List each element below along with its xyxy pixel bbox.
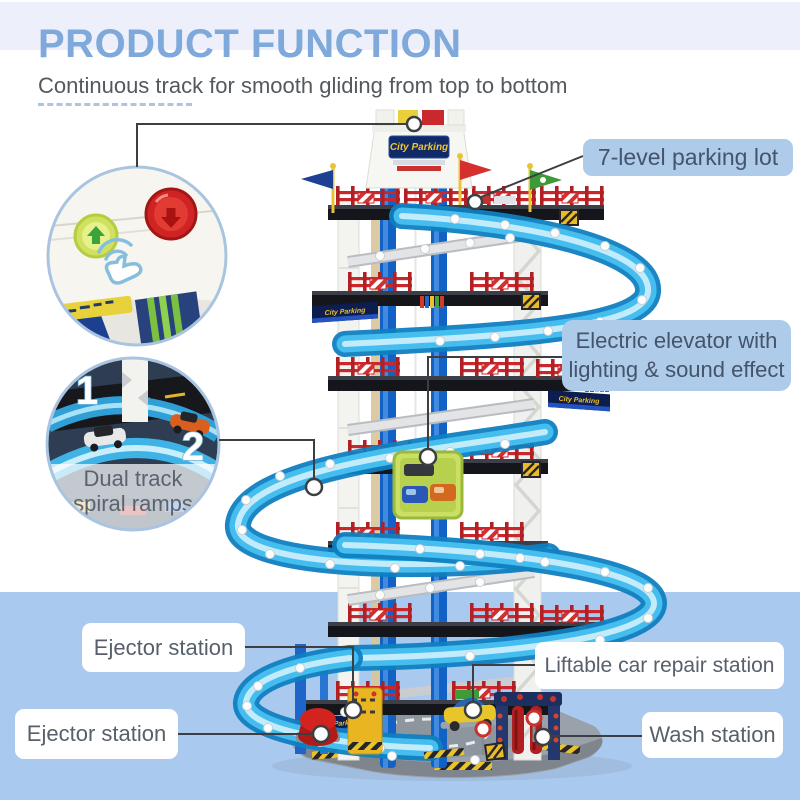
page-title: PRODUCT FUNCTION	[38, 22, 462, 66]
svg-text:City Parking: City Parking	[390, 142, 448, 153]
callout-label-ejector-top: Ejector station	[82, 623, 245, 672]
inset-buttons	[46, 165, 228, 347]
orange-car	[170, 411, 210, 439]
callout-line-buttons	[136, 123, 406, 167]
inset-caption-line1: Dual track	[83, 466, 183, 491]
callout-label-text: Ejector station	[93, 634, 234, 660]
elevator-label-line2: lighting & sound effect	[568, 356, 785, 382]
callout-label-elevator: Electric elevator with lighting & sound …	[562, 320, 791, 391]
callout-label-text: Liftable car repair station	[544, 653, 775, 677]
svg-text:City Parking: City Parking	[325, 307, 367, 317]
spiral-sweep-low-right	[332, 532, 667, 671]
page-subtitle: Continuous track for smooth gliding from…	[38, 73, 568, 98]
callout-line-spiral	[219, 439, 315, 478]
track-number-1: 1	[76, 369, 98, 413]
callout-markers	[304, 115, 553, 747]
down-button-red	[144, 187, 198, 241]
track-number-2: 2	[182, 425, 204, 469]
banner-sign: City Parking	[312, 301, 378, 323]
electric-elevator	[392, 450, 464, 520]
callout-line-repair	[472, 664, 535, 701]
tower-top-sign: City Parking	[365, 109, 473, 189]
callout-label-text: Electric elevator with lighting & sound …	[568, 327, 784, 384]
callout-label-repair-station: Liftable car repair station	[535, 642, 784, 689]
inset-caption-line2: spiral ramps	[73, 491, 193, 516]
callout-label-parking-lot: 7-level parking lot	[583, 139, 793, 176]
svg-text:City Parking: City Parking	[319, 719, 361, 729]
callout-label-text: 7-level parking lot	[597, 144, 779, 170]
touch-hand-icon	[97, 237, 143, 285]
banner-sign: City Parking	[548, 390, 610, 412]
callout-line-elevator	[427, 356, 562, 448]
callout-label-wash-station: Wash station	[642, 712, 783, 758]
road-signs	[423, 709, 543, 762]
blue-flag	[301, 163, 336, 213]
up-button-green	[73, 213, 119, 259]
elevator-label-line1: Electric elevator with	[575, 327, 778, 353]
callout-label-text: Wash station	[649, 722, 776, 747]
red-flag	[457, 153, 492, 205]
callout-line-parking	[480, 155, 584, 198]
callout-label-text: Ejector station	[26, 721, 167, 746]
spiral-sweep-top-right	[332, 203, 661, 357]
callout-lines	[136, 123, 642, 737]
callout-line-ejector-top	[245, 646, 354, 701]
callout-label-ejector-bottom: Ejector station	[15, 709, 178, 759]
top-background-band	[0, 2, 800, 50]
svg-text:City Parking: City Parking	[559, 396, 601, 406]
inset-spiral-ramps: 1 2 Dual track spiral ramps	[45, 356, 221, 532]
dashed-divider	[38, 103, 192, 106]
police-car	[83, 425, 126, 452]
